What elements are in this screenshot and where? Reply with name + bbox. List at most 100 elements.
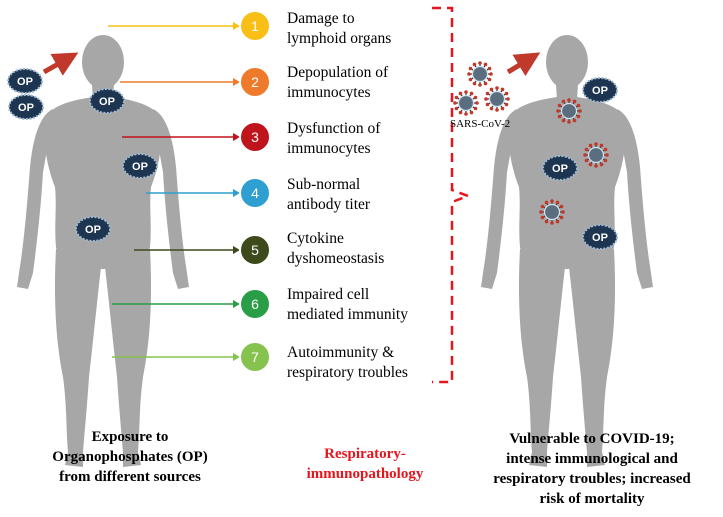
virus-spike-tip [567, 98, 571, 102]
virus-core [471, 65, 489, 83]
virus-spike-tip [489, 106, 494, 111]
op-particle-3: OP [89, 88, 125, 114]
connector-arrowhead-7 [233, 353, 240, 361]
virus-core [587, 146, 605, 164]
effect-text-2: Depopulation of immunocytes [287, 63, 388, 103]
virus-spike-tip [578, 109, 582, 113]
op-particle-label-3: OP [99, 96, 115, 108]
virus-spike-tip [557, 103, 562, 108]
effect-circle-3: 3 [239, 121, 271, 153]
virus-spike-tip [588, 143, 593, 148]
virus-particles [453, 61, 609, 225]
connector-arrowhead-3 [233, 133, 240, 141]
virus-spike-tip [506, 97, 510, 101]
virus-spike-tip [583, 153, 587, 157]
virus-spike-tip [485, 91, 490, 96]
caption-middle-line1: Respiratory- [324, 446, 406, 462]
effect-4-line1: Sub-normal [287, 176, 361, 193]
virus-2 [453, 90, 479, 116]
virus-spike-tip [559, 215, 564, 220]
virus-spike-tip [454, 106, 459, 111]
virus-spike-tip [468, 66, 473, 71]
virus-spike-tip [468, 77, 473, 82]
op-particle-label-2: OP [18, 102, 34, 114]
virus-spike-tip [550, 221, 554, 225]
virus-4 [556, 98, 582, 124]
virus-spike-tip [495, 108, 499, 112]
op-particle-6: OP [582, 77, 618, 103]
effect-number-6: 6 [251, 296, 259, 312]
virus-core [543, 203, 561, 221]
inhalation-arrow-right [506, 52, 541, 77]
op-particle-2: OP [8, 94, 44, 120]
effect-6-line1: Impaired cell [287, 286, 370, 303]
op-particle-shape-3 [89, 88, 125, 114]
virus-spike-tip [478, 61, 482, 65]
op-particle-1: OP [7, 68, 43, 94]
virus-spike-tip [489, 87, 494, 92]
virus-spike-tip [594, 164, 598, 168]
virus-spike-tip [475, 101, 479, 105]
respiratory-bracket [432, 6, 472, 384]
caption-right-line2: intense immunological and [506, 451, 678, 467]
caption-right-line4: risk of mortality [539, 491, 645, 507]
op-particle-shape-4 [122, 153, 158, 179]
effect-circle-6: 6 [239, 288, 271, 320]
virus-spike-tip [555, 200, 560, 205]
virus-core [457, 94, 475, 112]
caption-right-line1: Vulnerable to COVID-19; [509, 431, 675, 447]
op-particle-4: OP [122, 153, 158, 179]
op-particle-7: OP [542, 155, 578, 181]
effect-7-line1: Autoimmunity & [287, 344, 395, 361]
virus-spike-tip [561, 118, 566, 123]
effect-3-line1: Dysfunction of [287, 120, 381, 137]
effect-1-line1: Damage to [287, 10, 355, 27]
virus-spike-tip [464, 112, 468, 116]
effect-circle-shape-7 [239, 341, 271, 373]
connector-arrowhead-5 [233, 246, 240, 254]
op-particle-label-6: OP [592, 85, 608, 97]
virus-spike-tip [603, 158, 608, 163]
effect-text-4: Sub-normal antibody titer [287, 175, 370, 215]
virus-spike-tip [576, 103, 581, 108]
virus-spike-tip [500, 106, 505, 111]
op-particle-shape-1 [7, 68, 43, 94]
effect-circle-5: 5 [239, 234, 271, 266]
caption-right: Vulnerable to COVID-19; intense immunolo… [472, 429, 712, 509]
op-particle-label-8: OP [592, 232, 608, 244]
virus-spike-tip [544, 200, 549, 205]
caption-left: Exposure to Organophosphates (OP) from d… [40, 427, 220, 487]
virus-spike-tip [458, 110, 463, 115]
virus-spike-tip [467, 72, 471, 76]
virus-spike-tip [594, 142, 598, 146]
effect-1-line2: lymphoid organs [287, 30, 392, 47]
caption-middle: Respiratory- immunopathology [290, 444, 440, 484]
virus-spike-tip [544, 219, 549, 224]
connector-arrowhead-2 [233, 78, 240, 86]
virus-spike-tip [454, 95, 459, 100]
effect-circle-4: 4 [239, 177, 271, 209]
virus-spike-tip [458, 91, 463, 96]
virus-spike-tip [550, 199, 554, 203]
virus-spike-tip [485, 102, 490, 107]
effect-circle-7: 7 [239, 341, 271, 373]
virus-spike-tip [599, 143, 604, 148]
effect-circle-2: 2 [239, 66, 271, 98]
virus-spike-tip [559, 204, 564, 209]
connector-arrowhead-4 [233, 189, 240, 197]
virus-spike-tip [605, 153, 609, 157]
op-particle-shape-5 [75, 216, 111, 242]
virus-spike-tip [483, 81, 488, 86]
op-particle-shape-7 [542, 155, 578, 181]
virus-spike-tip [561, 210, 565, 214]
virus-spike-tip [500, 87, 505, 92]
virus-spike-tip [599, 162, 604, 167]
virus-spike-tip [540, 204, 545, 209]
connector-arrowhead-6 [233, 300, 240, 308]
virus-core [560, 102, 578, 120]
effect-circle-shape-4 [239, 177, 271, 209]
effect-circle-1: 1 [239, 10, 271, 42]
virus-spike-tip [495, 86, 499, 90]
